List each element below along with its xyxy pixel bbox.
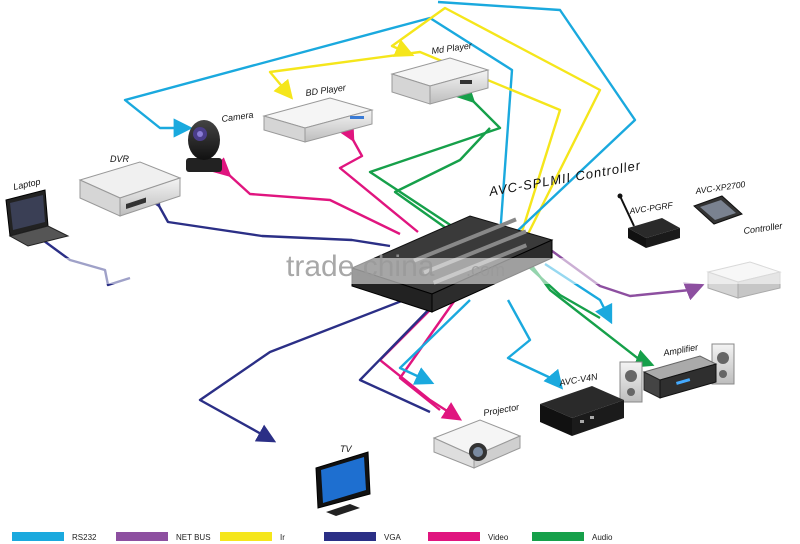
tv-label: TV — [340, 444, 352, 454]
legend-label-ir: Ir — [280, 533, 285, 542]
light-controller-label: Controller — [743, 221, 784, 236]
camera-device — [186, 120, 222, 172]
bd-player-label: BD Player — [305, 82, 348, 98]
legend-swatch-video — [428, 532, 480, 541]
cable-rs232-projector — [398, 299, 471, 385]
avc-xp2700-device — [693, 195, 743, 225]
cable-video-projector2 — [398, 299, 456, 411]
watermark: trade.china .com — [0, 250, 800, 284]
cable-ir-md — [390, 6, 602, 239]
cable-rs232-md — [437, 0, 637, 237]
avc-v4n-device — [540, 386, 624, 436]
watermark-text: trade.china — [286, 250, 435, 283]
cable-rs232-camera — [123, 16, 514, 237]
cable-video-bd — [336, 120, 419, 233]
camera-label: Camera — [221, 110, 254, 124]
md-player-device — [390, 57, 490, 105]
watermark-domain: .com — [466, 260, 505, 280]
legend: RS232 NET BUS Ir VGA Video Audio — [12, 532, 613, 542]
amplifier-device — [619, 343, 735, 403]
cable-vga-projector — [358, 297, 441, 414]
cables — [39, 0, 705, 443]
avc-pgrf-device — [617, 193, 680, 248]
cable-vga-dvr — [142, 186, 391, 248]
cable-video-projector — [378, 299, 463, 421]
dvr-label: DVR — [110, 154, 130, 164]
legend-label-audio: Audio — [592, 533, 613, 542]
legend-swatch-audio — [532, 532, 584, 541]
laptop-device — [5, 189, 70, 247]
avc-pgrf-label: AVC-PGRF — [628, 200, 674, 216]
cable-video-camera — [210, 157, 401, 236]
cable-ir-bd — [268, 50, 562, 239]
projector-device — [432, 419, 522, 469]
projector-label: Projector — [483, 402, 521, 418]
tv-device — [315, 451, 371, 516]
legend-label-vga: VGA — [384, 533, 402, 542]
cable-rs232-v4n — [506, 299, 564, 390]
cable-audio-bd — [393, 127, 491, 239]
legend-swatch-rs232 — [12, 532, 64, 541]
controller-label: AVC-SPLMII Controller — [487, 157, 642, 199]
bd-player-device — [262, 97, 374, 143]
legend-swatch-vga — [324, 532, 376, 541]
avc-xp2700-label: AVC-XP2700 — [694, 179, 746, 196]
avc-v4n-label: AVC-V4N — [558, 371, 599, 388]
legend-label-video: Video — [488, 533, 509, 542]
legend-swatch-net-bus — [116, 532, 168, 541]
amplifier-label: Amplifier — [662, 342, 700, 358]
legend-swatch-ir — [220, 532, 272, 541]
cable-vga-tv — [198, 288, 431, 443]
dvr-device — [78, 161, 182, 217]
legend-label-net-bus: NET BUS — [176, 533, 211, 542]
cable-audio-md — [368, 83, 502, 240]
laptop-label: Laptop — [12, 176, 41, 192]
legend-label-rs232: RS232 — [72, 533, 97, 542]
md-player-label: Md Player — [431, 40, 474, 56]
